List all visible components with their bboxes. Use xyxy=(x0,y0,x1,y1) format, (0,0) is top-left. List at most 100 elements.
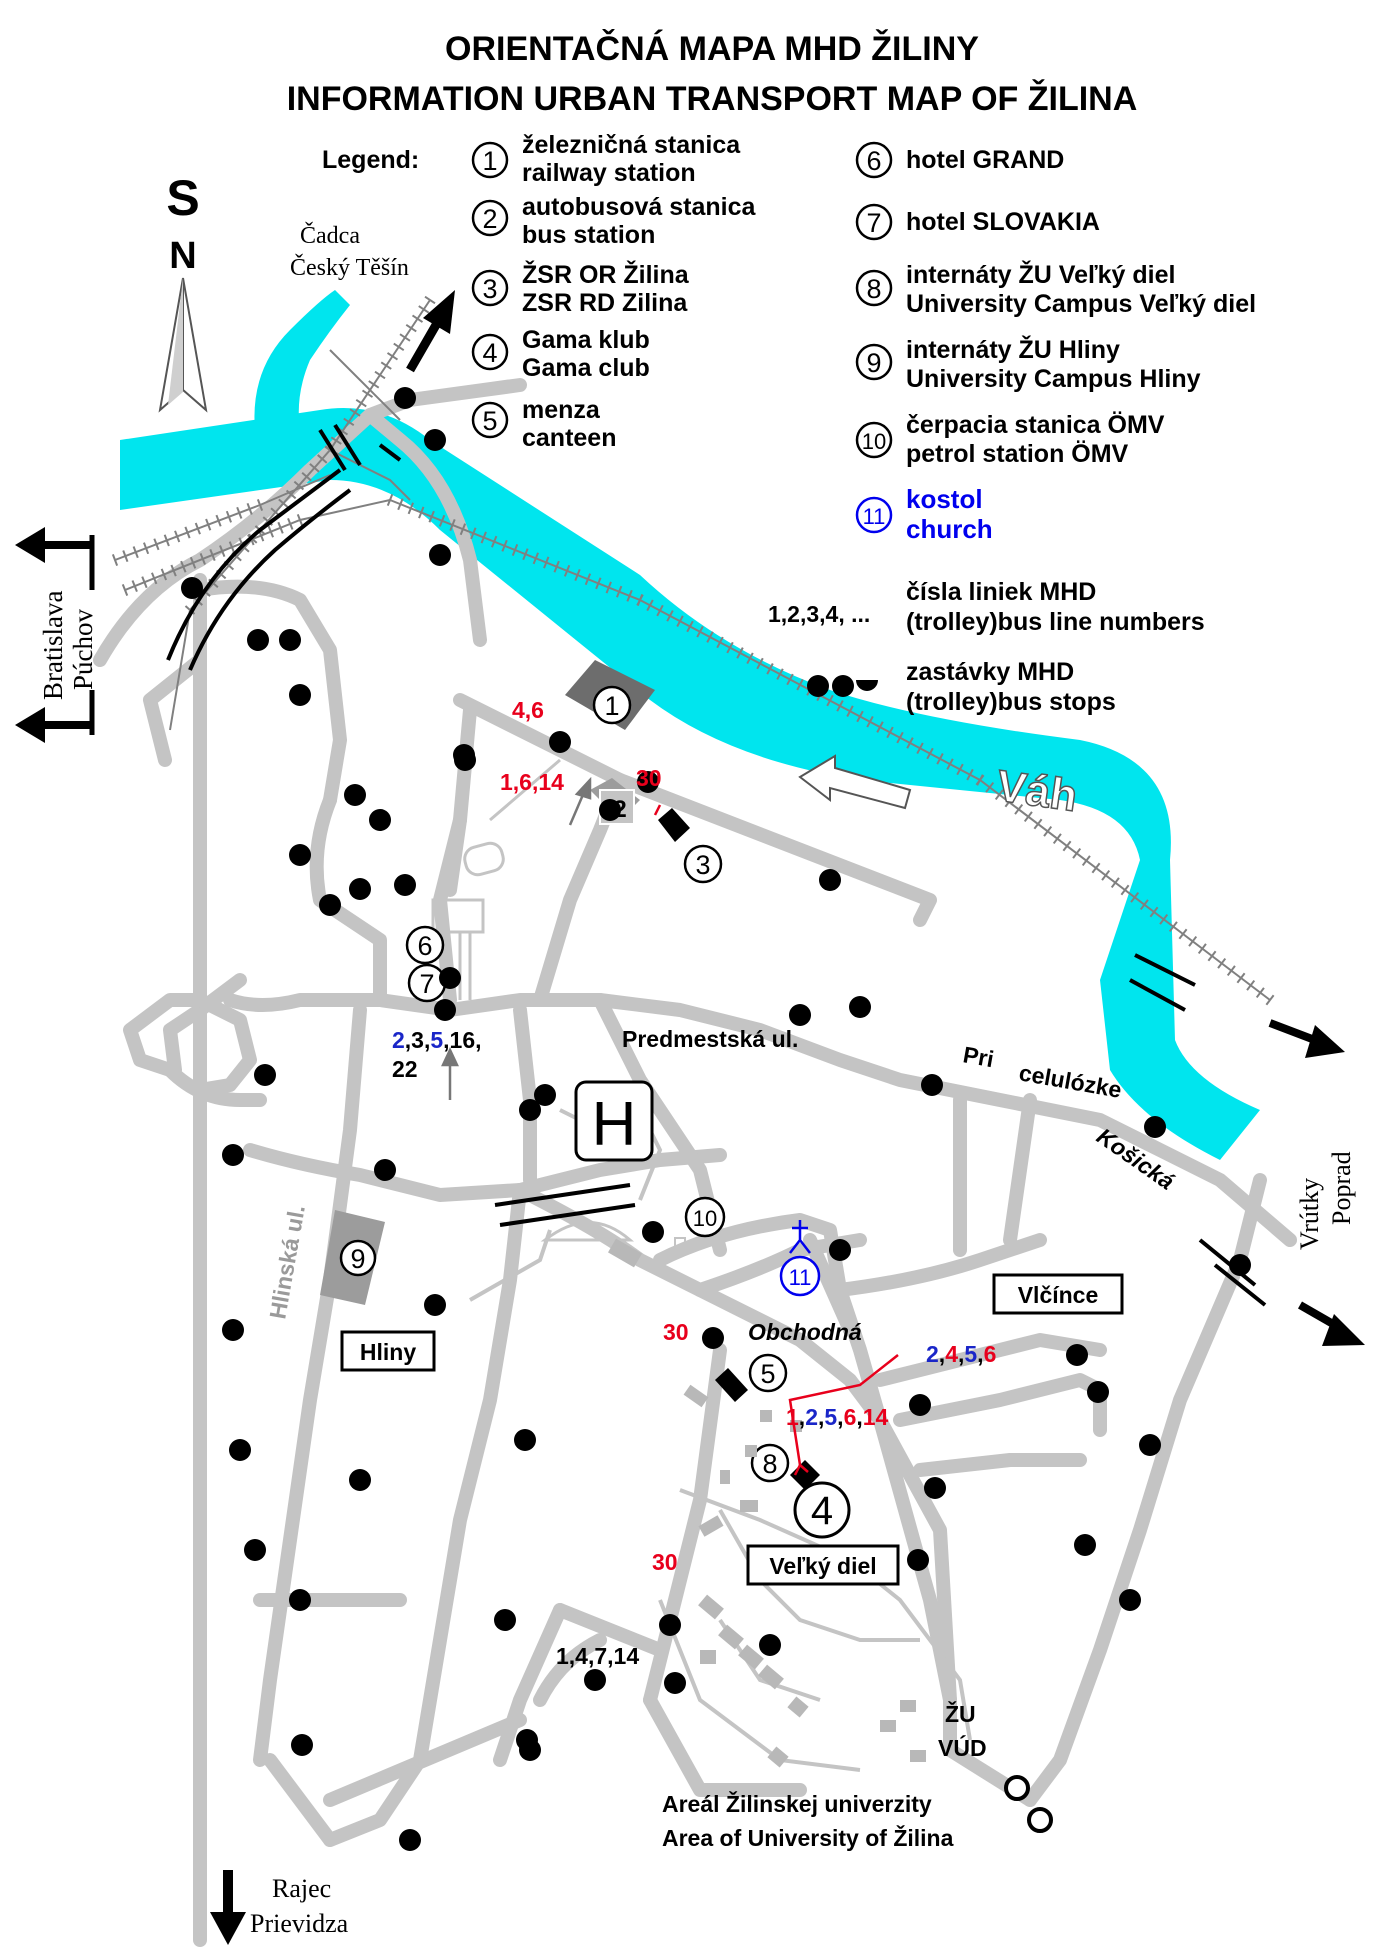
rail-tie xyxy=(163,534,170,547)
arrow-north-icon xyxy=(406,290,455,373)
rail-tie xyxy=(605,581,612,594)
rail-tie xyxy=(278,498,289,509)
hliny-campus-building: 9 xyxy=(320,1210,385,1305)
legend-en: railway station xyxy=(522,159,696,187)
rail-tie xyxy=(1052,833,1062,845)
river-flow-arrow-icon xyxy=(798,754,912,810)
bus-stop xyxy=(394,874,416,896)
rail-tie xyxy=(480,531,487,544)
zsr-building: 3 xyxy=(658,808,723,884)
rail-tie xyxy=(225,510,232,523)
rail-tie xyxy=(1207,950,1217,962)
line-number: 4 xyxy=(945,1341,958,1367)
map-point-11: 11 xyxy=(789,1265,812,1290)
legend-num: 8 xyxy=(866,274,881,304)
garage-circles xyxy=(1004,1775,1053,1833)
compass-top: S xyxy=(166,170,199,226)
rail-tie xyxy=(1236,972,1246,984)
bus-stop xyxy=(907,1549,929,1571)
legend-stops-sk: zastávky MHD xyxy=(906,658,1074,686)
bus-stop xyxy=(549,731,571,753)
bus-stop xyxy=(1144,1116,1166,1138)
rail-tie xyxy=(1265,994,1275,1006)
rail-tie xyxy=(132,546,139,559)
legend-item-10: 10 čerpacia stanica ÖMV petrol station Ö… xyxy=(855,410,1165,468)
hotel-grand-point: 6 xyxy=(405,925,445,965)
map-point-8: 8 xyxy=(762,1449,777,1479)
legend-num: 11 xyxy=(863,504,886,529)
rail-tie xyxy=(1091,862,1101,874)
bus-stop xyxy=(849,996,871,1018)
rail-tie xyxy=(428,510,435,523)
legend-item-3: 3 ŽSR OR Žilina ZSR RD Zilina xyxy=(471,259,690,317)
legend-sk: autobusová stanica xyxy=(522,193,756,221)
bus-stop xyxy=(181,577,203,599)
dir-east-2: Poprad xyxy=(1327,1151,1356,1225)
legend-num: 4 xyxy=(482,338,497,368)
bus-stop xyxy=(494,1609,516,1631)
legend-heading: Legend: xyxy=(322,146,419,174)
dir-north-1: Čadca xyxy=(300,222,360,249)
street-hlinska: Hlinská ul. xyxy=(264,1203,310,1321)
legend-en: University Campus Hliny xyxy=(906,365,1201,393)
rail-tie xyxy=(1255,987,1265,999)
legend-num: 10 xyxy=(862,429,886,454)
rail-tie xyxy=(656,604,664,617)
legend-sk: internáty ŽU Hliny xyxy=(906,334,1120,364)
bus-stop xyxy=(519,1739,541,1761)
rail-tie xyxy=(766,663,774,675)
rail-tie xyxy=(407,502,414,515)
line-number: 2 xyxy=(926,1341,939,1367)
rail-tie xyxy=(205,518,212,531)
bus-stop xyxy=(1229,1254,1251,1276)
bus-stop xyxy=(289,844,311,866)
line-number: 2 xyxy=(392,1027,405,1053)
lines-bus-station: 1,6,14 xyxy=(500,769,564,795)
rail-tie xyxy=(574,569,581,581)
map-point-3: 3 xyxy=(695,850,710,880)
bus-stop xyxy=(374,1159,396,1181)
legend-item-6: 6 hotel GRAND xyxy=(855,141,1064,179)
rail-tie xyxy=(966,768,974,781)
bus-stop xyxy=(247,629,269,651)
petrol-station-point: 10 xyxy=(540,1196,726,1268)
rail-tie xyxy=(301,471,312,482)
arrow-west-icon xyxy=(15,527,95,743)
lines-south: 1,4,7,14 xyxy=(556,1643,639,1669)
line-number: , xyxy=(856,1404,862,1430)
bus-stop xyxy=(349,878,371,900)
line-number: 5 xyxy=(964,1341,977,1367)
legend-sk: Gama klub xyxy=(522,326,650,354)
bridges xyxy=(166,423,1267,1307)
map-point-10: 10 xyxy=(693,1206,717,1231)
bus-stop xyxy=(664,1672,686,1694)
rail-tie xyxy=(1197,943,1207,955)
rail-tie xyxy=(219,545,226,558)
rail-tie xyxy=(122,550,129,563)
rail-tie xyxy=(1246,979,1256,991)
campus-buildings xyxy=(683,1384,926,1768)
line-number: 6 xyxy=(984,1341,997,1367)
legend-num: 1 xyxy=(482,146,497,176)
bus-stop xyxy=(1119,1589,1141,1611)
legend-num: 6 xyxy=(866,146,881,176)
bus-stop xyxy=(434,999,456,1021)
bus-stop xyxy=(1074,1534,1096,1556)
bus-stop xyxy=(789,1004,811,1026)
legend-line-numbers-example: 1,2,3,4, ... xyxy=(768,601,870,627)
dir-south-2: Prievidza xyxy=(250,1909,349,1938)
map-point-7: 7 xyxy=(419,969,434,999)
rail-tie xyxy=(355,398,367,408)
rail-tie xyxy=(438,514,446,527)
line-number: , xyxy=(939,1341,945,1367)
rail-tie xyxy=(543,556,550,569)
rail-tie xyxy=(1014,803,1024,815)
rail-tie xyxy=(184,526,191,539)
line-number: 1 xyxy=(786,1404,799,1430)
rail-tie xyxy=(756,657,764,670)
rail-tie xyxy=(199,552,206,565)
rail-tie xyxy=(418,506,425,519)
legend-item-7: 7 hotel SLOVAKIA xyxy=(855,203,1100,241)
rail-tie xyxy=(906,737,914,749)
line-number: 5 xyxy=(430,1027,443,1053)
